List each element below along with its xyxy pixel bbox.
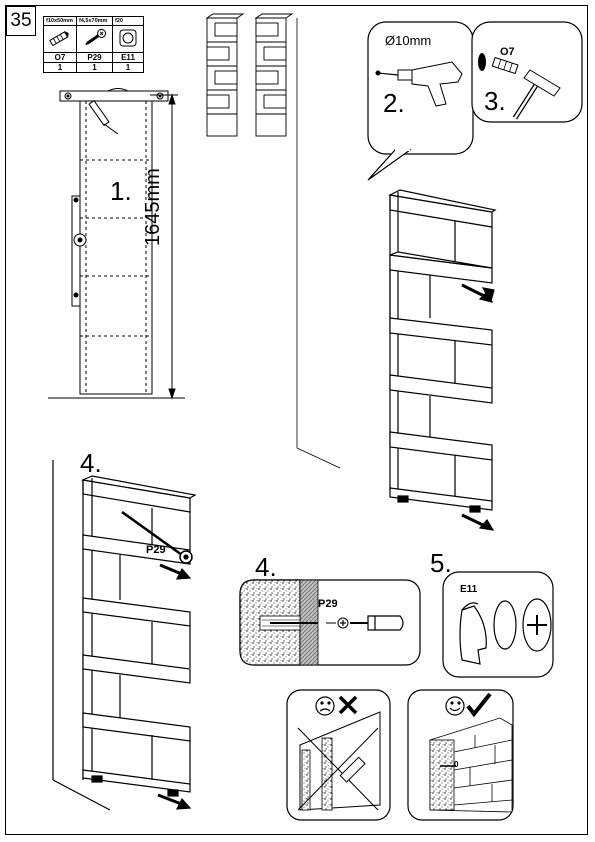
- step-4-label: 4.: [80, 448, 102, 478]
- hammer-icon: [512, 69, 561, 120]
- drill-step-bubble: [367, 21, 474, 181]
- screwdriver-icon: [350, 615, 404, 631]
- cross-cap-icon: [527, 615, 547, 635]
- check-mark-icon: [466, 692, 492, 718]
- screw-detail-code-label: P29: [318, 598, 338, 610]
- plug-code-label: O7: [500, 46, 515, 58]
- step-4-detail-label: 4.: [255, 552, 277, 582]
- brick-wall-icon: [429, 717, 513, 813]
- correct-wall-panel: [407, 689, 514, 821]
- step-3-label: 3.: [484, 86, 506, 116]
- wall-corner-line: [296, 18, 341, 469]
- screw-icon: [76, 25, 113, 53]
- wall-plug-icon: [491, 56, 519, 75]
- screw-icon: [121, 510, 193, 564]
- sad-face-icon: [315, 696, 335, 716]
- cross-mark-icon: [338, 695, 358, 715]
- step-5-label: 5.: [430, 548, 452, 578]
- cap-sticker-panel: [442, 571, 554, 678]
- step-2-label: 2.: [383, 88, 405, 118]
- happy-face-icon: [445, 696, 465, 716]
- wrong-wall-panel: [286, 689, 391, 821]
- wall-mount-diagram: [48, 88, 185, 400]
- step-1-label: 1.: [110, 176, 132, 206]
- cap-code-label: E11: [460, 584, 478, 595]
- drill-icon: [375, 61, 463, 107]
- mounted-shelf-diagram: [388, 189, 497, 531]
- height-dimension: 1645mm: [142, 168, 164, 246]
- shelf-preview-left: [205, 13, 245, 137]
- screw-detail-panel: [239, 579, 421, 666]
- screw-code-label: P29: [146, 544, 166, 556]
- screw-step-shelf: [52, 460, 197, 811]
- parts-table: f10x50mm f4,5x70mm f20 O7 P29 E11 1 1 1: [43, 16, 144, 73]
- wall-mark-label: 0: [454, 760, 459, 769]
- shelf-preview-right: [254, 13, 294, 137]
- plug-step-bubble: [471, 21, 583, 123]
- drill-size-label: Ø10mm: [385, 33, 432, 48]
- page-number: 35: [6, 6, 36, 36]
- page-frame: [5, 5, 588, 835]
- cap-sticker-icon: [112, 25, 144, 53]
- part-quantity: 1: [112, 62, 144, 73]
